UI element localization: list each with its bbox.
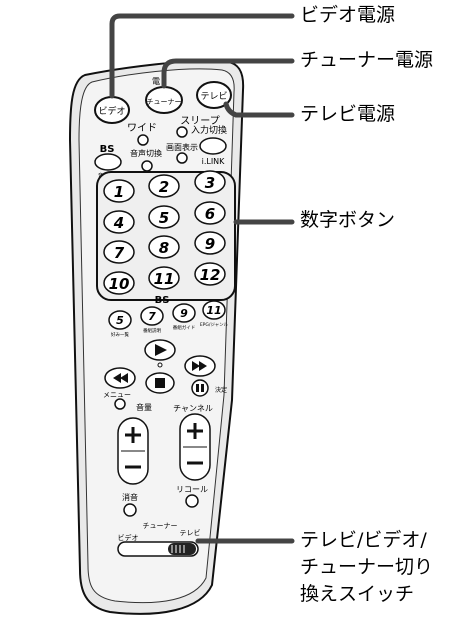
number-label-3: 3	[205, 174, 215, 192]
number-button-3[interactable]	[194, 170, 226, 194]
wide-label: ワイド	[127, 123, 157, 134]
number-button-11[interactable]	[148, 266, 180, 290]
input-label: 入力切換	[191, 124, 227, 136]
bs-key-9[interactable]	[172, 303, 196, 323]
menu-label: メニュー	[103, 391, 131, 399]
fast-forward-button[interactable]	[184, 355, 216, 377]
tv-power-button[interactable]	[196, 81, 232, 109]
callout-selector-switch: テレビ/ビデオ/ チューナー切り 換えスイッチ	[300, 527, 460, 608]
tuner-button-label: チューナー	[147, 98, 182, 106]
audio-button[interactable]	[141, 160, 153, 172]
selector-switch[interactable]	[117, 541, 199, 557]
sleep-label: スリープ	[180, 115, 219, 127]
bs-sub-label-3: 番組ガイド	[173, 324, 196, 331]
number-button-9[interactable]	[194, 231, 226, 255]
number-button-10[interactable]	[103, 271, 135, 295]
bs-sub-label-4: EPG/ジャンル	[200, 322, 229, 328]
video-button-label: ビデオ	[98, 105, 125, 117]
number-label-10: 10	[109, 275, 130, 293]
number-label-9: 9	[205, 235, 215, 253]
bs-key-5[interactable]	[108, 310, 132, 330]
callout-tuner-power: チューナー電源	[300, 49, 434, 71]
bs-row-title: BS	[155, 295, 170, 306]
bs-key-11[interactable]	[202, 300, 226, 320]
small-dot-icon	[157, 362, 163, 368]
number-button-2[interactable]	[148, 174, 180, 198]
channel-up-icon	[187, 423, 203, 439]
number-label-5: 5	[159, 209, 169, 227]
sleep-button[interactable]	[176, 126, 188, 138]
number-label-12: 12	[200, 266, 221, 284]
recall-button[interactable]	[185, 494, 199, 508]
bs-key-7[interactable]	[140, 306, 164, 326]
number-pad	[103, 170, 226, 295]
input-button[interactable]	[199, 137, 227, 155]
callout-switch-line-3: 換えスイッチ	[300, 583, 415, 605]
volume-label: 音量	[136, 402, 152, 412]
switch-video-label: ビデオ	[118, 533, 139, 542]
number-button-1[interactable]	[103, 179, 135, 203]
number-label-2: 2	[159, 178, 169, 196]
number-button-6[interactable]	[194, 201, 226, 225]
ilink-label: i.LINK	[202, 157, 226, 166]
audio-label: 音声切換	[130, 148, 162, 158]
number-label-7: 7	[114, 244, 125, 262]
bs-key-label-9: 9	[180, 307, 188, 320]
recall-label: リコール	[176, 485, 208, 494]
bs-label: BS	[100, 144, 115, 155]
number-button-12[interactable]	[194, 262, 226, 286]
number-label-11: 11	[154, 270, 175, 288]
play-button[interactable]	[144, 339, 176, 361]
pause-button[interactable]	[191, 379, 209, 397]
callout-number-buttons: 数字ボタン	[300, 209, 396, 231]
tv-button-label: テレビ	[200, 91, 227, 102]
callout-tv-power: テレビ電源	[300, 103, 396, 125]
number-button-4[interactable]	[103, 210, 135, 234]
mute-label: 消音	[122, 492, 138, 502]
enter-label: 決定	[215, 386, 227, 394]
bs-sub-label-2: 番組説明	[143, 327, 161, 334]
callout-switch-line-1: テレビ/ビデオ/	[300, 529, 427, 551]
number-label-1: 1	[114, 183, 124, 201]
switch-tv-label: テレビ	[180, 528, 201, 537]
callout-switch-line-2: チューナー切り	[300, 556, 434, 578]
bs-sub-label-1: 好み一覧	[111, 331, 129, 338]
bs-button[interactable]	[94, 153, 122, 171]
display-button[interactable]	[176, 152, 188, 164]
number-button-5[interactable]	[148, 205, 180, 229]
bs-key-label-5: 5	[116, 314, 124, 327]
switch-tuner-label: チューナー	[143, 522, 178, 530]
number-label-6: 6	[205, 205, 215, 223]
number-label-4: 4	[113, 214, 124, 232]
number-button-7[interactable]	[103, 240, 135, 264]
leader-lines	[109, 13, 295, 544]
channel-label: チャンネル	[173, 404, 213, 413]
wide-button[interactable]	[137, 134, 149, 146]
bs-key-label-11: 11	[206, 304, 221, 317]
bs-key-label-7: 7	[148, 310, 156, 323]
display-label: 画面表示	[166, 142, 198, 152]
mute-button[interactable]	[123, 503, 137, 517]
number-label-8: 8	[159, 239, 169, 257]
rewind-button[interactable]	[104, 367, 136, 389]
stop-button[interactable]	[145, 372, 175, 394]
callout-video-power: ビデオ電源	[300, 4, 396, 26]
power-mark: 電	[152, 77, 160, 86]
menu-button[interactable]	[114, 398, 126, 410]
volume-up-icon	[125, 427, 141, 443]
number-button-8[interactable]	[148, 235, 180, 259]
